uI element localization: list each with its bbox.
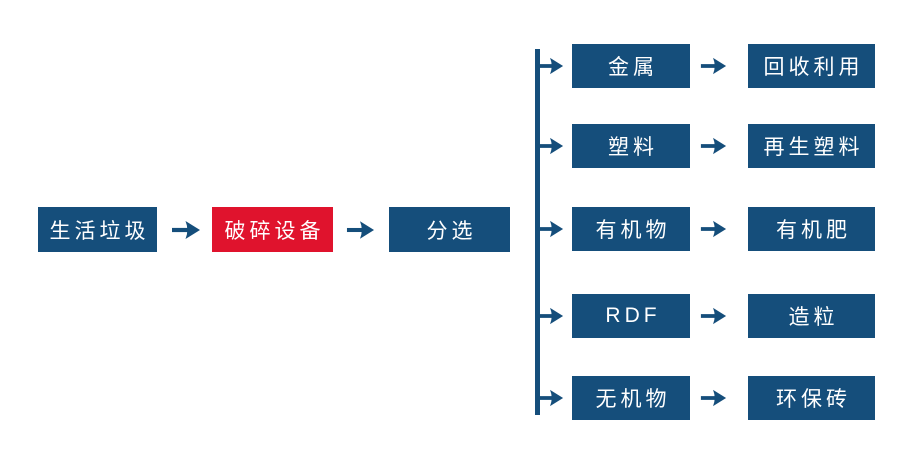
- node-crushing-equipment: 破碎设备: [212, 207, 333, 252]
- arrow-right-icon: [700, 57, 727, 75]
- node-organic-matter: 有机物: [572, 207, 690, 251]
- node-rdf: RDF: [572, 294, 690, 338]
- arrow-right-icon: [700, 389, 727, 407]
- arrow-right-icon: [172, 221, 200, 239]
- arrow-right-icon: [537, 220, 564, 238]
- node-metal: 金属: [572, 44, 690, 88]
- node-plastic: 塑料: [572, 124, 690, 168]
- arrow-right-icon: [346, 221, 375, 239]
- node-organic-fertilizer: 有机肥: [748, 207, 875, 251]
- node-sorting: 分选: [389, 207, 510, 252]
- arrow-right-icon: [700, 137, 727, 155]
- node-granulation: 造粒: [748, 294, 875, 338]
- arrow-right-icon: [700, 220, 727, 238]
- branch-connector-line: [535, 49, 540, 415]
- node-inorganic-matter: 无机物: [572, 376, 690, 420]
- node-recycling: 回收利用: [748, 44, 875, 88]
- arrow-right-icon: [537, 137, 564, 155]
- arrow-right-icon: [537, 57, 564, 75]
- node-household-waste: 生活垃圾: [38, 207, 157, 252]
- arrow-right-icon: [700, 307, 727, 325]
- node-recycled-plastic: 再生塑料: [748, 124, 875, 168]
- arrow-right-icon: [537, 389, 564, 407]
- node-eco-brick: 环保砖: [748, 376, 875, 420]
- arrow-right-icon: [537, 307, 564, 325]
